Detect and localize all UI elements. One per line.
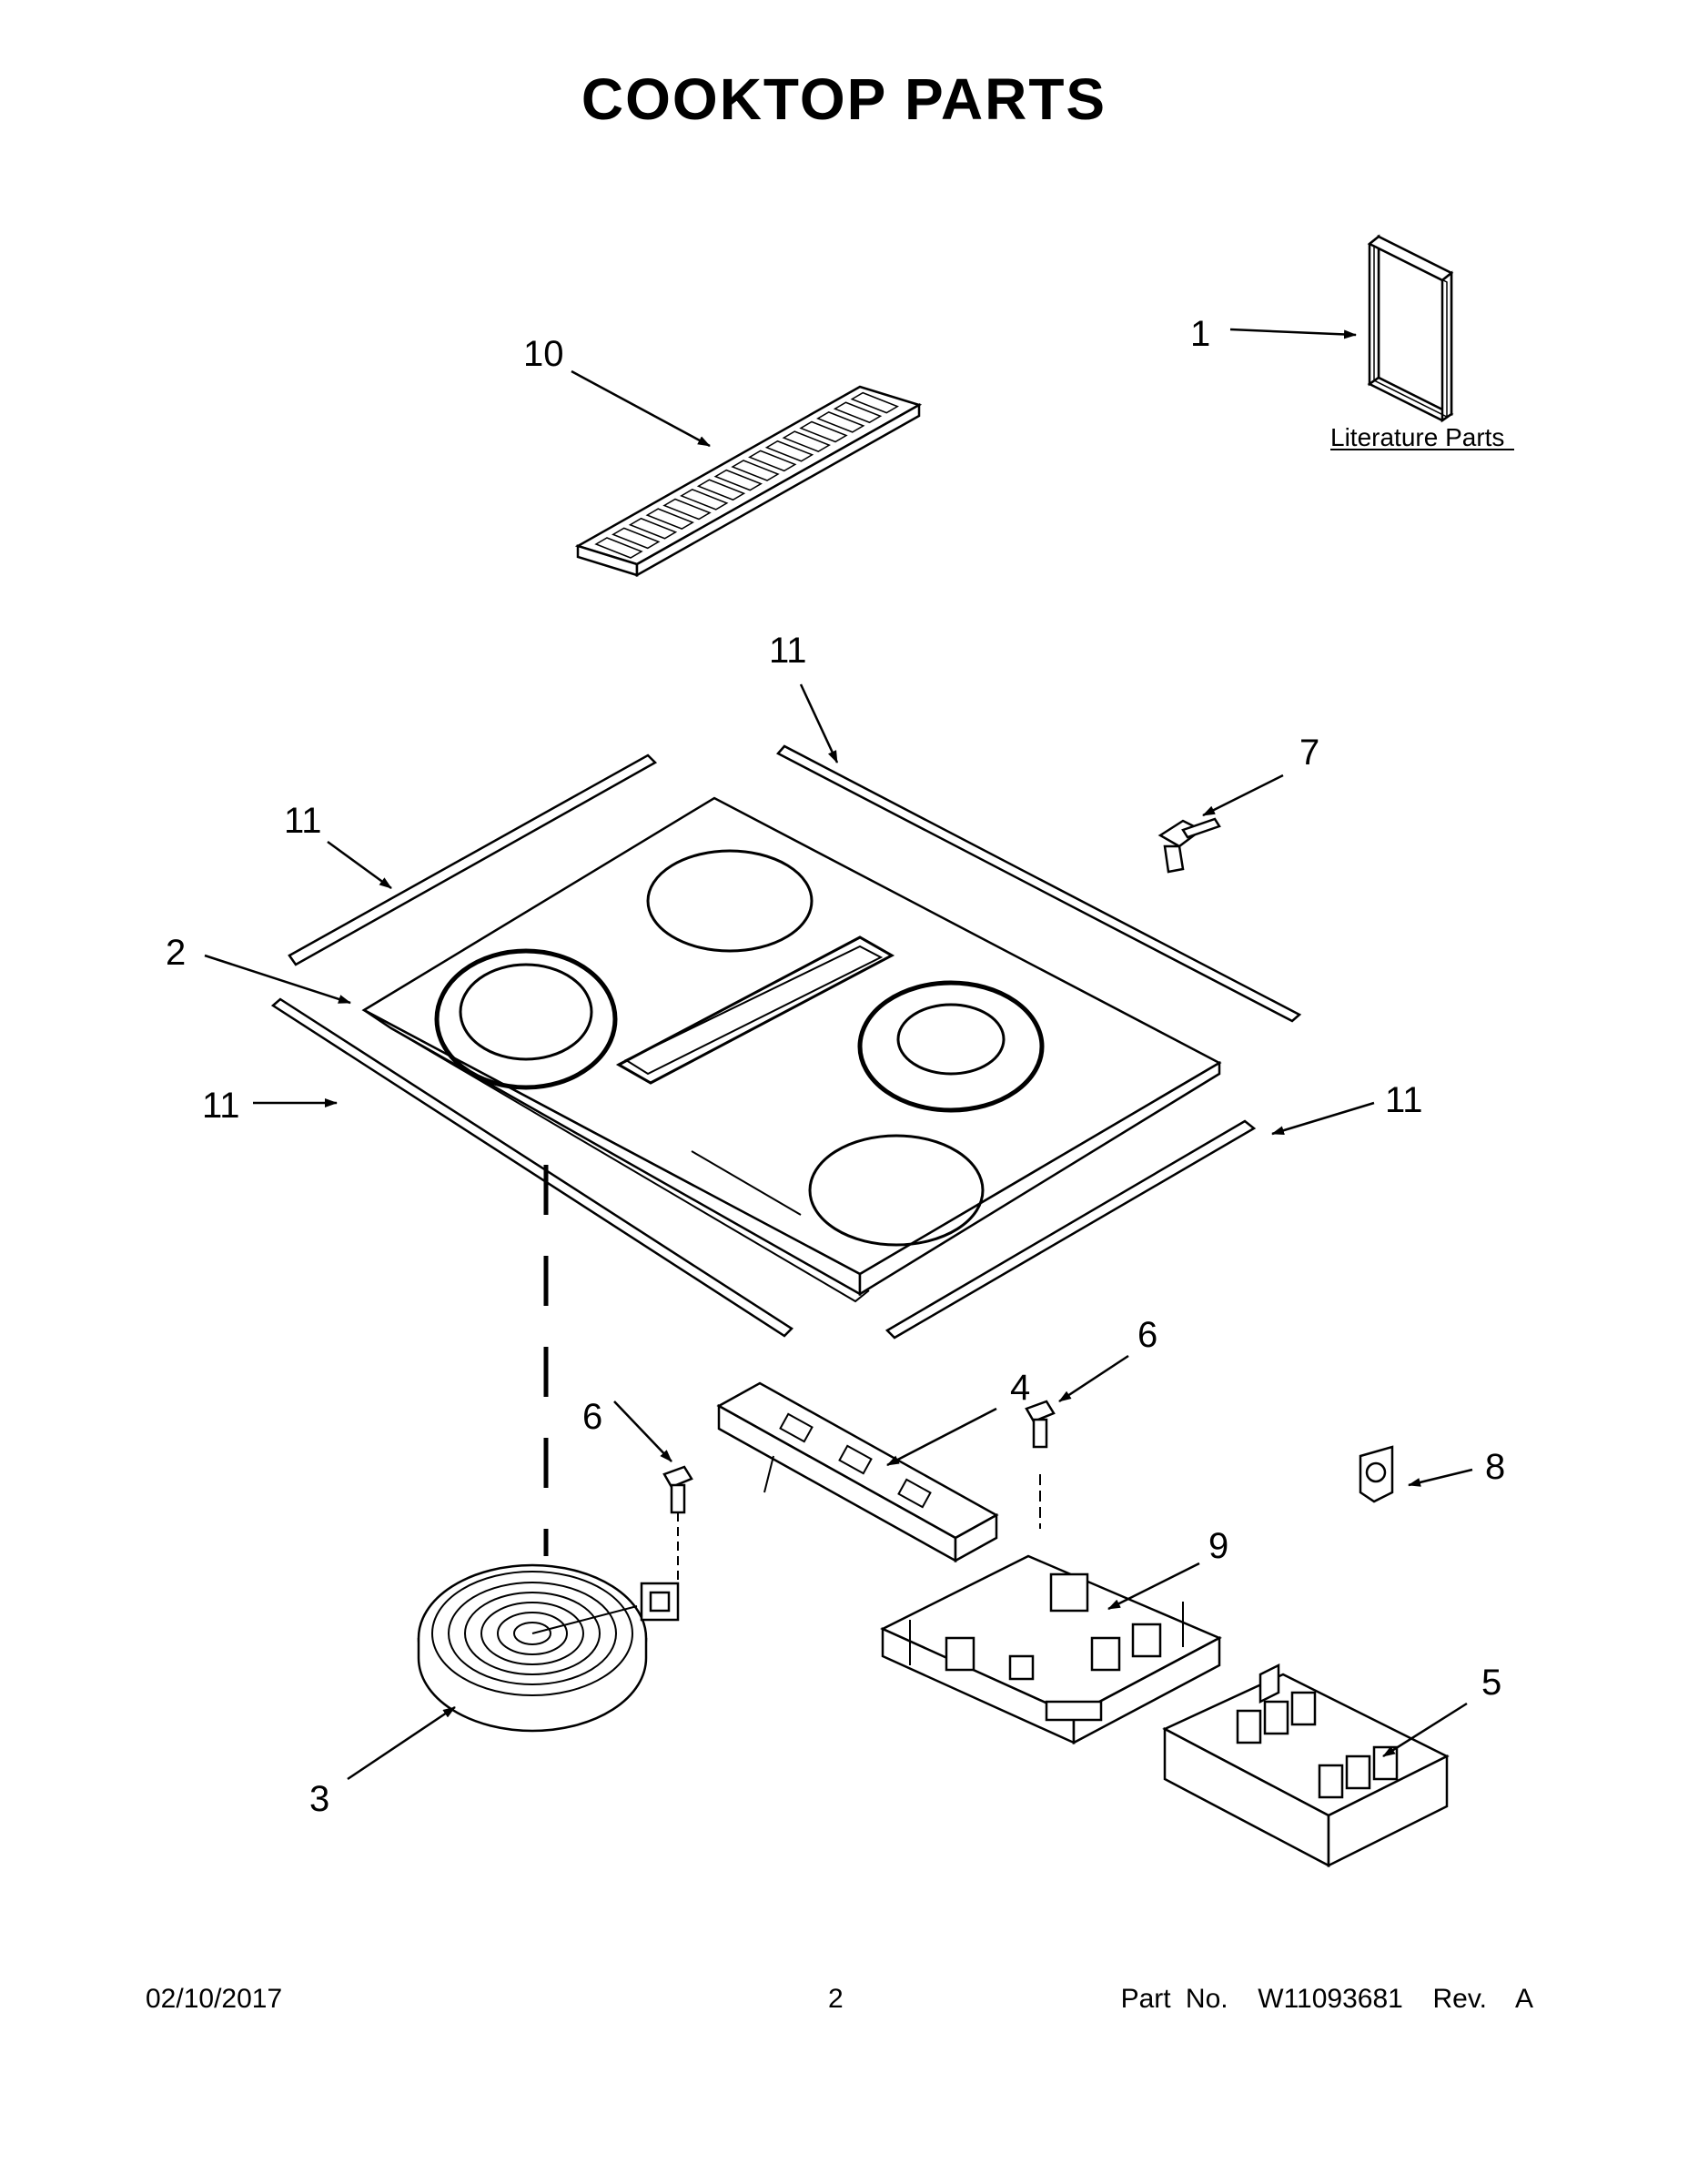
grille-slot bbox=[680, 489, 729, 511]
callout-6-left: 6 bbox=[582, 1397, 602, 1437]
trim-strip-top-left bbox=[288, 753, 658, 966]
burner-left-outer bbox=[434, 948, 618, 1090]
leader-8 bbox=[1408, 1468, 1473, 1487]
grille-slot bbox=[696, 479, 746, 501]
burner-rear bbox=[646, 849, 814, 953]
literature-booklet bbox=[1367, 234, 1454, 423]
burner-left-inner bbox=[459, 963, 593, 1061]
footer-page-number: 2 bbox=[828, 1984, 844, 2014]
screw-right bbox=[1025, 1400, 1056, 1529]
grille-slot bbox=[713, 469, 763, 491]
callout-6-right: 6 bbox=[1137, 1315, 1157, 1355]
callout-1: 1 bbox=[1190, 314, 1210, 354]
grille-slot bbox=[645, 508, 694, 530]
burner-right-outer bbox=[857, 980, 1045, 1113]
callout-9: 9 bbox=[1208, 1526, 1228, 1566]
leader-9 bbox=[1107, 1562, 1200, 1611]
leader-5 bbox=[1382, 1702, 1468, 1758]
bracket bbox=[1359, 1445, 1394, 1503]
trim-strip-bottom-left bbox=[270, 997, 793, 1338]
grille-slot bbox=[731, 460, 780, 481]
leader-11-left bbox=[327, 840, 392, 890]
grille-slot bbox=[748, 450, 797, 472]
leader-7 bbox=[1202, 774, 1284, 817]
callout-3: 3 bbox=[309, 1779, 329, 1819]
grille-slot bbox=[594, 537, 643, 559]
callout-2: 2 bbox=[166, 933, 186, 973]
leader-2 bbox=[204, 954, 351, 1005]
leader-11-right bbox=[1271, 1101, 1375, 1136]
callout-5: 5 bbox=[1481, 1663, 1501, 1703]
grille-slot bbox=[764, 440, 814, 462]
callout-11-left: 11 bbox=[284, 801, 322, 841]
page-title: COOKTOP PARTS bbox=[581, 66, 1107, 132]
burner-right-inner bbox=[896, 1003, 1006, 1076]
leader-1 bbox=[1229, 328, 1357, 339]
callout-7: 7 bbox=[1299, 733, 1319, 773]
grille-slot bbox=[782, 430, 831, 452]
leader-3 bbox=[347, 1705, 456, 1781]
grille-slot bbox=[628, 517, 678, 540]
callout-8: 8 bbox=[1485, 1447, 1505, 1487]
literature-parts-label: Literature Parts bbox=[1330, 423, 1504, 451]
trim-strip-top-right bbox=[776, 744, 1302, 1023]
callout-10: 10 bbox=[523, 334, 564, 374]
callout-4: 4 bbox=[1010, 1368, 1030, 1408]
callout-11-right: 11 bbox=[1385, 1080, 1423, 1120]
leader-6-right bbox=[1058, 1354, 1129, 1403]
vent-opening bbox=[615, 935, 895, 1085]
power-board-housing bbox=[880, 1554, 1222, 1745]
grille-slot bbox=[816, 411, 865, 433]
leader-10 bbox=[571, 369, 711, 448]
screw-left bbox=[662, 1465, 693, 1583]
grille-slot bbox=[612, 527, 661, 550]
callout-11-top: 11 bbox=[769, 631, 807, 671]
leader-4 bbox=[886, 1407, 997, 1467]
clip bbox=[1157, 817, 1221, 874]
grille-slot bbox=[850, 391, 899, 414]
leader-6-left bbox=[613, 1400, 672, 1462]
control-board bbox=[716, 1381, 999, 1563]
footer-part-number: Part No. W11093681 Rev. A bbox=[1120, 1984, 1533, 2014]
grille-slot bbox=[799, 420, 848, 443]
leader-11-top bbox=[799, 683, 839, 763]
burner-front bbox=[808, 1134, 985, 1247]
glass-cooktop bbox=[361, 796, 1222, 1303]
trim-strip-bottom-right bbox=[884, 1119, 1257, 1340]
footer-date: 02/10/2017 bbox=[146, 1984, 283, 2014]
grille-slot bbox=[662, 498, 712, 521]
callout-11-lower-left: 11 bbox=[202, 1086, 240, 1126]
grille-slot bbox=[833, 401, 883, 424]
radiant-element bbox=[417, 1563, 680, 1733]
vent-grille bbox=[574, 385, 923, 578]
relay-board-housing bbox=[1162, 1663, 1450, 1868]
